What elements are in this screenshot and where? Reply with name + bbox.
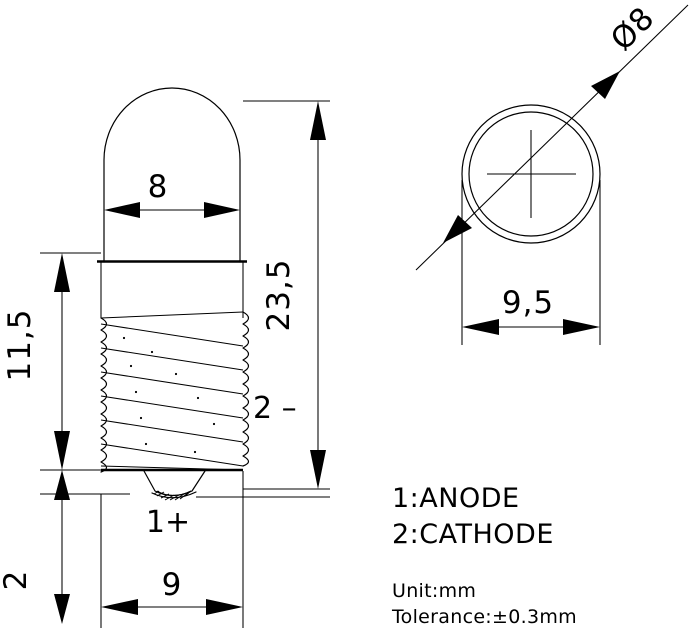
thread-crests-right: [242, 311, 250, 467]
dimension-base-height: [40, 252, 101, 471]
front-elevation-view: 8 23,5 11,5: [0, 87, 330, 628]
thread-crests-left: [100, 317, 108, 473]
dimension-label-base-height: 11,5: [2, 308, 38, 381]
shell-outer-circle: [461, 104, 601, 244]
dimension-contact-height: [40, 470, 130, 624]
dimension-overall-height: [243, 100, 330, 490]
note-pin1-legend: 1:ANODE: [392, 483, 520, 514]
note-pin2-legend: 2:CATHODE: [392, 519, 554, 550]
dimension-label-shell-outer-diameter: 9,5: [502, 285, 554, 321]
top-circular-view: Ø8 9,5: [415, 0, 689, 345]
pin-label-2: 2 –: [253, 391, 297, 426]
dimension-label-base-width: 9: [162, 567, 183, 603]
thread-texture-dots: [122, 336, 216, 454]
contact-pad-edge: [151, 491, 197, 499]
bulb-outline: [103, 87, 241, 263]
dimension-bulb-diameter: [104, 202, 240, 218]
thread-helix-lines: [100, 311, 244, 471]
diameter-arrow-lower: [443, 215, 472, 243]
diameter-arrow-upper: [591, 71, 620, 99]
dimension-base-width: [100, 471, 244, 628]
note-tolerance: Tolerance:±0.3mm: [391, 606, 577, 628]
note-unit: Unit:mm: [392, 580, 476, 602]
bulb-inner-circle: [468, 111, 594, 237]
dimension-label-contact-height: 2: [0, 570, 34, 591]
pin-label-1: 1+: [146, 505, 190, 540]
dimension-label-circle-diameter: Ø8: [604, 0, 662, 58]
dimension-shell-outer-diameter: [461, 180, 601, 345]
dimension-label-bulb-diameter: 8: [148, 169, 169, 205]
notes-block: 1:ANODE 2:CATHODE Unit:mm Tolerance:±0.3…: [391, 483, 577, 628]
dimension-label-overall-height: 23,5: [261, 258, 297, 331]
